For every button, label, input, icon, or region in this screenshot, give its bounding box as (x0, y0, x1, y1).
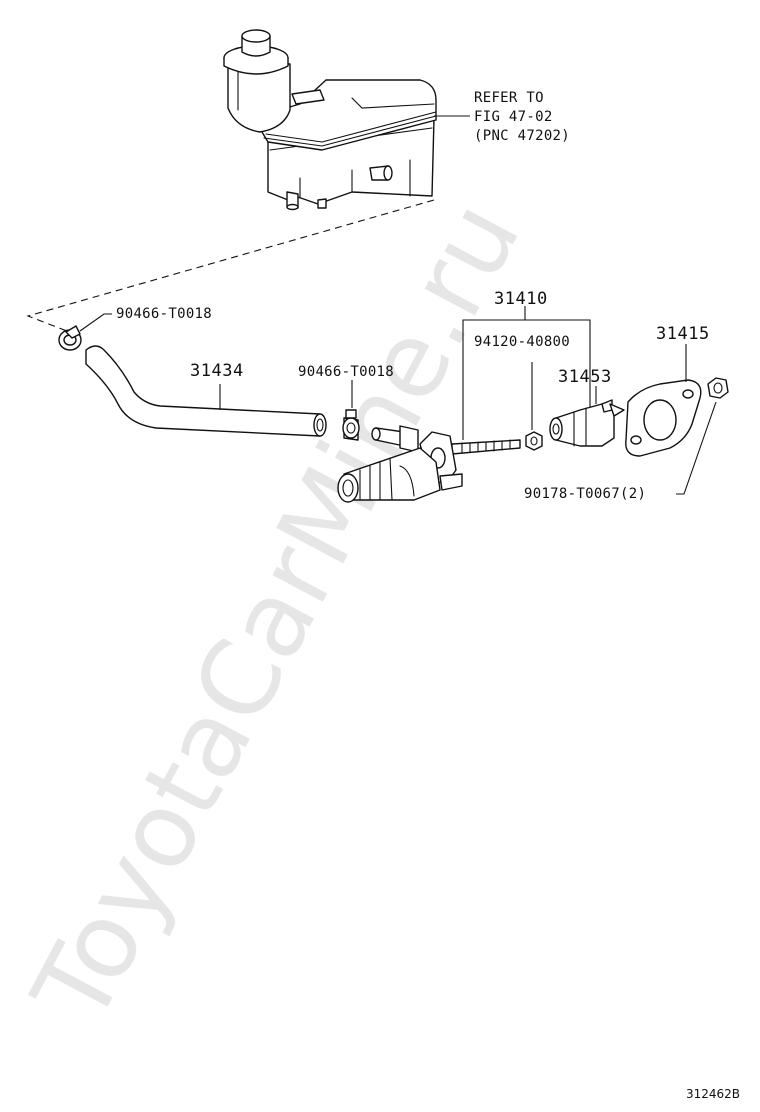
bolt-leader (676, 401, 717, 495)
reference-line1: REFER TO (474, 90, 544, 106)
reference-line3: (PNC 47202) (474, 128, 570, 144)
assembly-bracket (462, 319, 591, 440)
nut (525, 431, 543, 451)
label-gasket: 31415 (656, 324, 710, 344)
figure-id: 312462B (686, 1087, 740, 1101)
label-nut: 94120-40800 (474, 334, 570, 350)
connection-dashed-line (26, 199, 435, 334)
clutch-master-cylinder (337, 425, 521, 503)
clamp-lower (342, 409, 360, 441)
reference-line2: FIG 47-02 (474, 109, 553, 125)
label-bolt: 90178-T0067(2) (524, 486, 646, 502)
gasket (625, 379, 702, 457)
label-hose: 31434 (190, 361, 244, 381)
bolt (707, 377, 729, 399)
hose (85, 345, 327, 437)
label-clamp-lower: 90466-T0018 (298, 364, 394, 380)
label-boot: 31453 (558, 367, 612, 387)
label-master-cylinder-assy: 31410 (494, 289, 548, 309)
reservoir-assembly (223, 29, 437, 211)
label-clamp-upper: 90466-T0018 (116, 306, 212, 322)
clamp-upper-leader (79, 313, 112, 332)
reservoir-filler-neck (227, 63, 291, 133)
watermark-text: ToyotaCarMine.ru (9, 182, 544, 1042)
clamp-upper (58, 325, 82, 351)
cylinder-outlet (337, 473, 359, 503)
boot (549, 399, 625, 447)
